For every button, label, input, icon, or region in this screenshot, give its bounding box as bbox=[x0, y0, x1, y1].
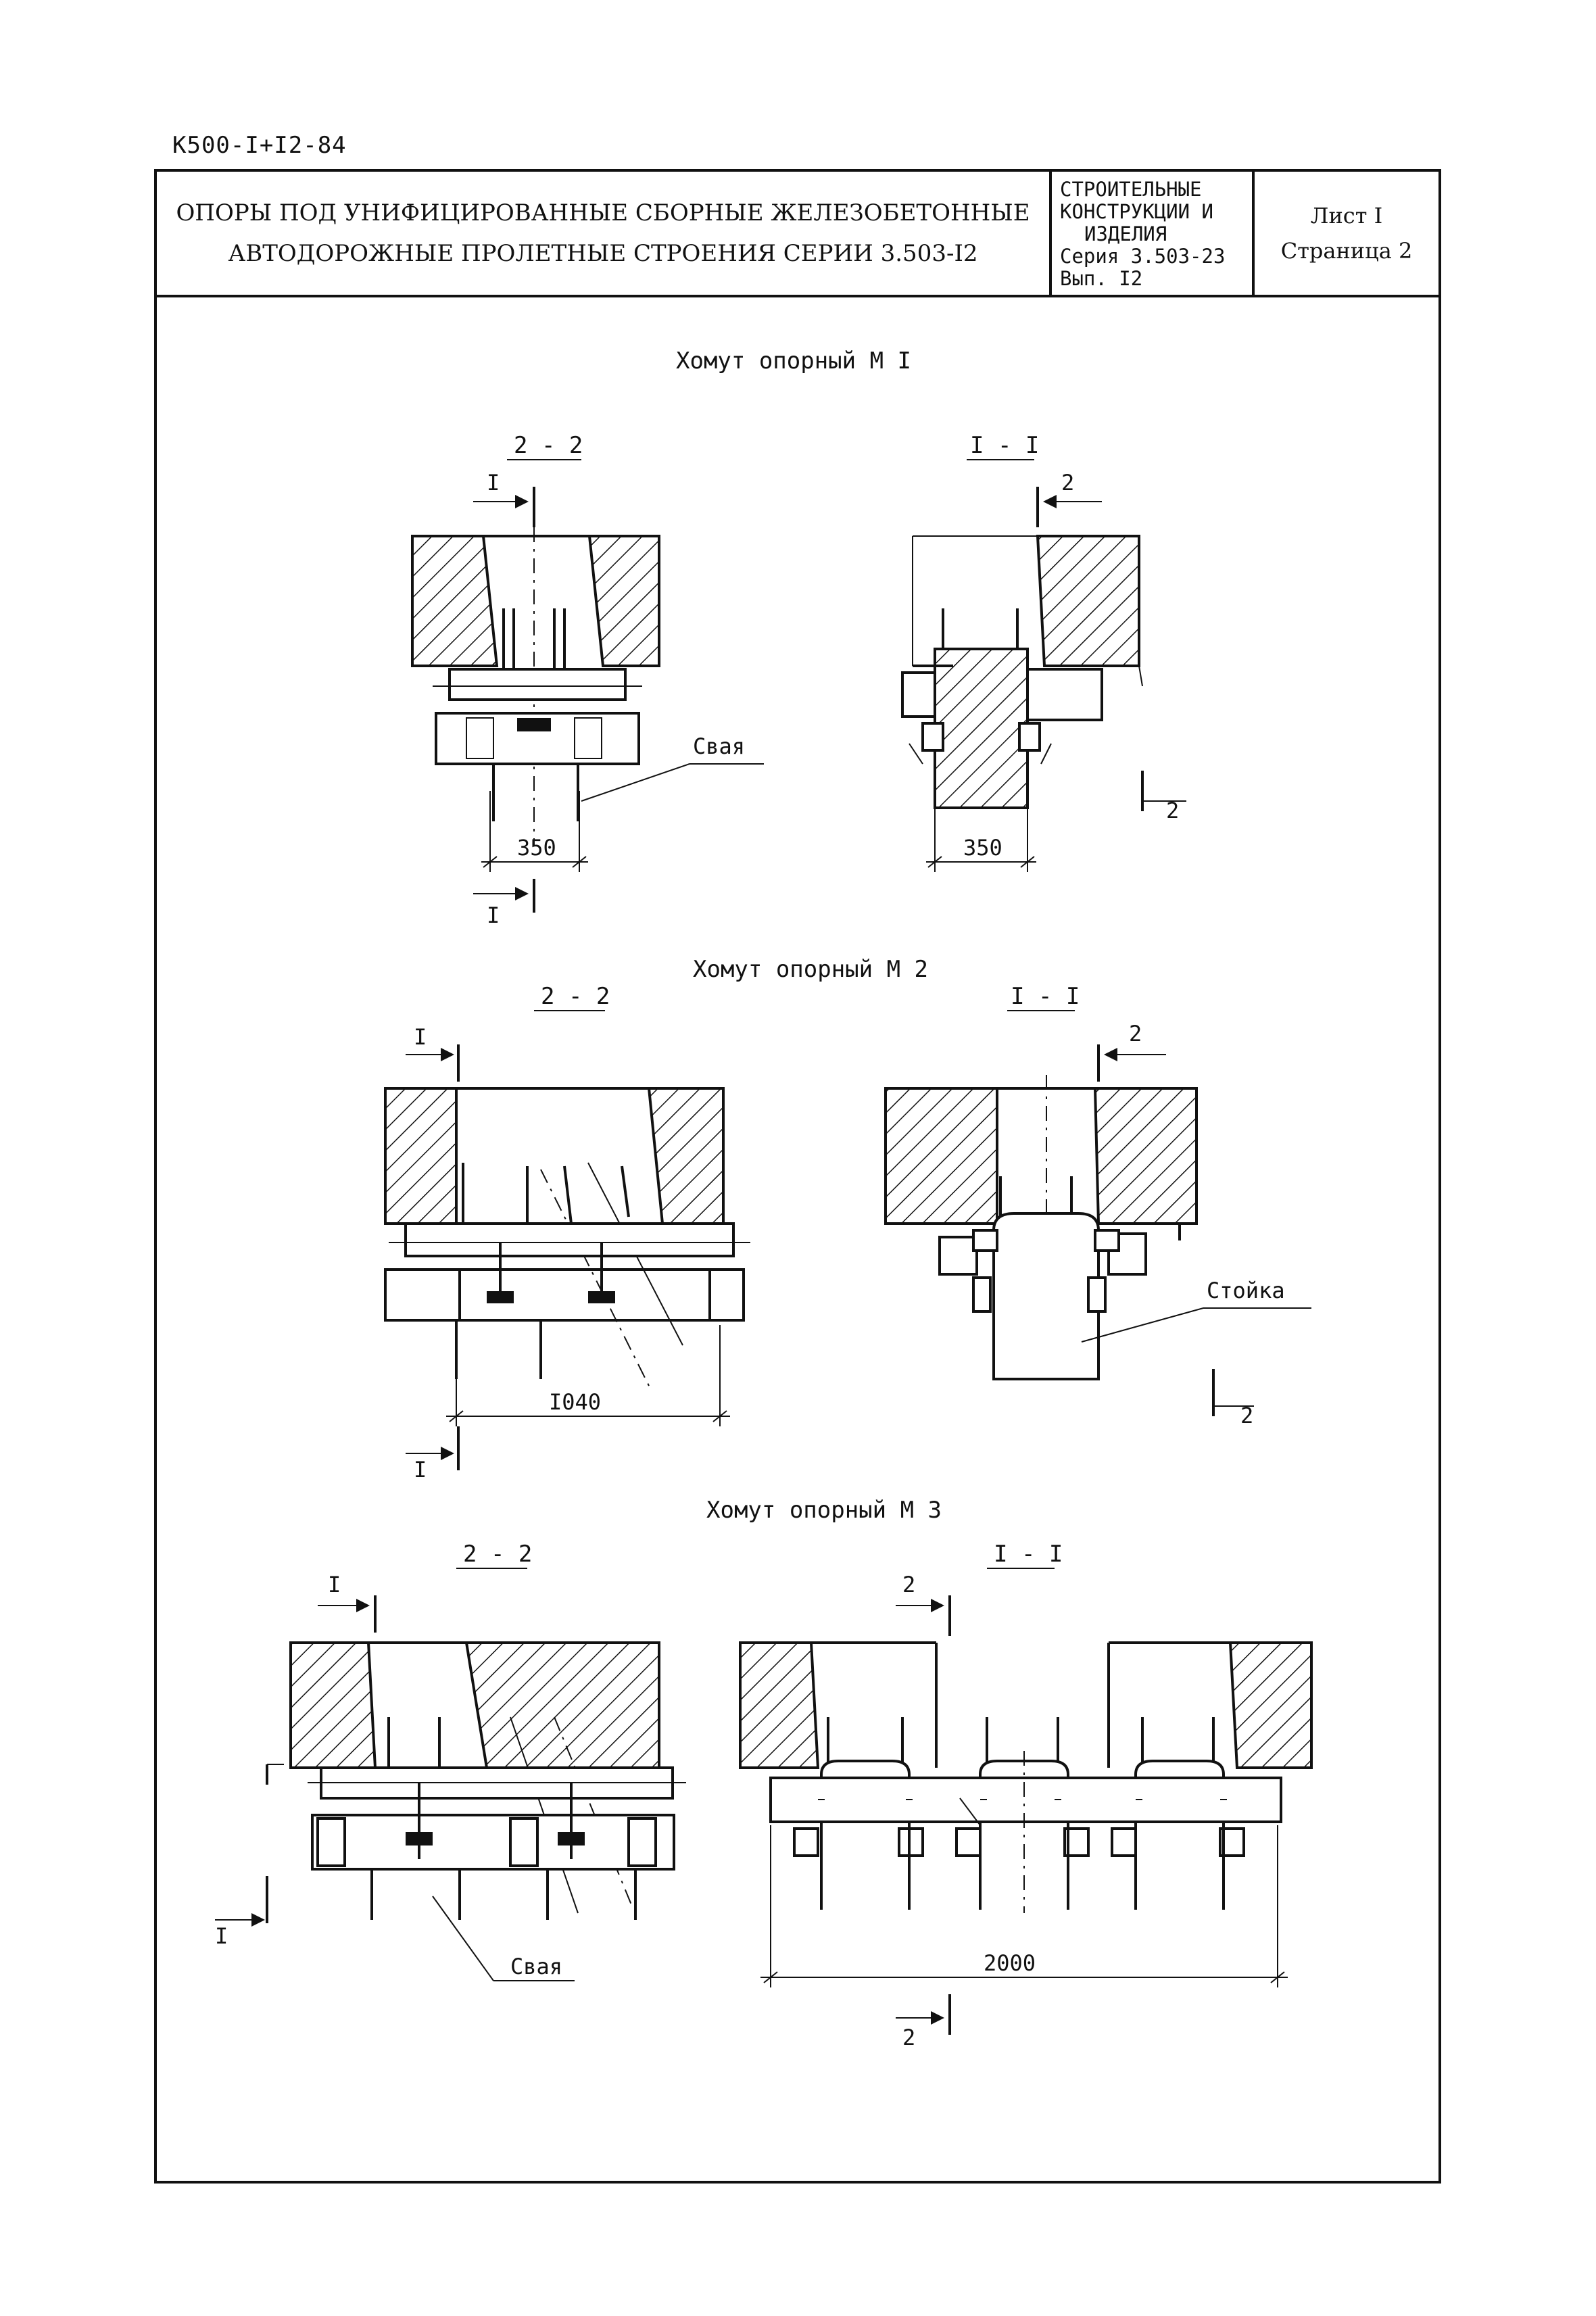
m2-right-view-label: I - I bbox=[1011, 983, 1080, 1010]
m1-right-dimension: 350 bbox=[963, 835, 1002, 861]
series-line-1: СТРОИТЕЛЬНЫЕ bbox=[1060, 178, 1202, 201]
m1-left-concrete-left bbox=[411, 535, 499, 667]
m2-right-concrete-left bbox=[884, 1087, 998, 1225]
m1-left-concrete-right bbox=[587, 535, 660, 667]
series-line-2: КОНСТРУКЦИИ И bbox=[1060, 200, 1213, 223]
m3-long-beam bbox=[769, 1777, 1282, 1823]
m1-right-view-label: I - I bbox=[970, 432, 1039, 459]
m1-cut-mark-2-top: 2 bbox=[1061, 470, 1074, 496]
m3-view-1-1: I - I 2 bbox=[739, 1541, 1313, 2050]
section-m3-title: Хомут опорный М 3 bbox=[706, 1497, 942, 1524]
m2-cut-mark-top: I bbox=[414, 1024, 427, 1050]
m3-cut-mark-top: I bbox=[328, 1572, 341, 1597]
m3-cut-mark-bottom: I bbox=[215, 1923, 228, 1949]
m3-right-view-label: I - I bbox=[994, 1541, 1063, 1568]
page-number: Страница 2 bbox=[1280, 238, 1413, 264]
m2-cut-mark-bottom: I bbox=[414, 1457, 427, 1482]
m1-view-2-2: 2 - 2 I bbox=[411, 432, 764, 928]
m1-view-1-1: I - I 2 bbox=[901, 432, 1186, 872]
m1-cut-mark-top: I bbox=[487, 470, 500, 496]
title-line-2: АВТОДОРОЖНЫЕ ПРОЛЕТНЫЕ СТРОЕНИЯ СЕРИИ 3.… bbox=[228, 240, 978, 267]
section-m1: Хомут опорный М I 2 - 2 I bbox=[411, 347, 1186, 928]
section-m2: Хомут опорный М 2 2 - 2 I bbox=[384, 956, 1311, 1482]
document-title: ОПОРЫ ПОД УНИФИЦИРОВАННЫЕ СБОРНЫЕ ЖЕЛЕЗО… bbox=[157, 172, 1049, 295]
section-m1-title: Хомут опорный М I bbox=[676, 347, 911, 375]
section-m2-title: Хомут опорный М 2 bbox=[693, 956, 928, 983]
series-info: СТРОИТЕЛЬНЫЕ КОНСТРУКЦИИ И ИЗДЕЛИЯ Серия… bbox=[1049, 172, 1252, 295]
m3-callout-svaya: Свая bbox=[510, 1954, 562, 1979]
section-m3: Хомут опорный М 3 2 - 2 I bbox=[215, 1497, 1313, 2050]
m2-callout-stoyka: Стойка bbox=[1207, 1278, 1285, 1303]
title-block: ОПОРЫ ПОД УНИФИЦИРОВАННЫЕ СБОРНЫЕ ЖЕЛЕЗО… bbox=[154, 169, 1441, 297]
m1-cut-mark-2-bottom: 2 bbox=[1166, 798, 1179, 823]
m3-left-view-label: 2 - 2 bbox=[463, 1541, 532, 1568]
series-line-5: Вып. I2 bbox=[1060, 267, 1143, 290]
m3-right-concrete-right bbox=[1228, 1641, 1313, 1769]
m1-left-view-label: 2 - 2 bbox=[514, 432, 583, 459]
m2-right-concrete-right bbox=[1093, 1087, 1198, 1225]
m3-view-2-2: 2 - 2 I bbox=[215, 1541, 686, 1981]
sheet-info: Лист I Страница 2 bbox=[1252, 172, 1438, 295]
m1-callout-svaya: Свая bbox=[693, 733, 745, 759]
m3-cut-mark-2-bottom: 2 bbox=[902, 2025, 915, 2050]
m3-left-concrete-right bbox=[464, 1641, 660, 1769]
m2-left-dimension: I040 bbox=[549, 1389, 601, 1415]
document-code: К500-I+I2-84 bbox=[172, 132, 347, 159]
m2-left-concrete-right bbox=[647, 1087, 725, 1225]
m2-cut-mark-2-bottom: 2 bbox=[1240, 1403, 1253, 1428]
m3-right-concrete-left bbox=[739, 1641, 820, 1769]
m2-left-concrete-left bbox=[384, 1087, 458, 1225]
sheet-number: Лист I bbox=[1310, 203, 1383, 228]
title-line-1: ОПОРЫ ПОД УНИФИЦИРОВАННЫЕ СБОРНЫЕ ЖЕЛЕЗО… bbox=[176, 199, 1030, 226]
series-line-4: Серия 3.503-23 bbox=[1060, 245, 1226, 268]
m1-pile-section bbox=[934, 648, 1029, 809]
m2-post bbox=[992, 1212, 1100, 1380]
m2-left-view-label: 2 - 2 bbox=[541, 983, 610, 1010]
m3-left-concrete-left bbox=[289, 1641, 377, 1769]
m1-left-dimension: 350 bbox=[517, 835, 556, 861]
m2-cut-mark-2-top: 2 bbox=[1129, 1021, 1142, 1046]
m1-cut-mark-bottom: I bbox=[487, 902, 500, 928]
m2-view-1-1: I - I 2 Стойка bbox=[884, 983, 1311, 1428]
m1-right-concrete bbox=[1036, 535, 1140, 667]
m3-cut-mark-2-top: 2 bbox=[902, 1572, 915, 1597]
m2-view-2-2: 2 - 2 I bbox=[384, 983, 750, 1482]
series-line-3: ИЗДЕЛИЯ bbox=[1084, 222, 1167, 245]
m3-right-dimension: 2000 bbox=[984, 1950, 1036, 1976]
